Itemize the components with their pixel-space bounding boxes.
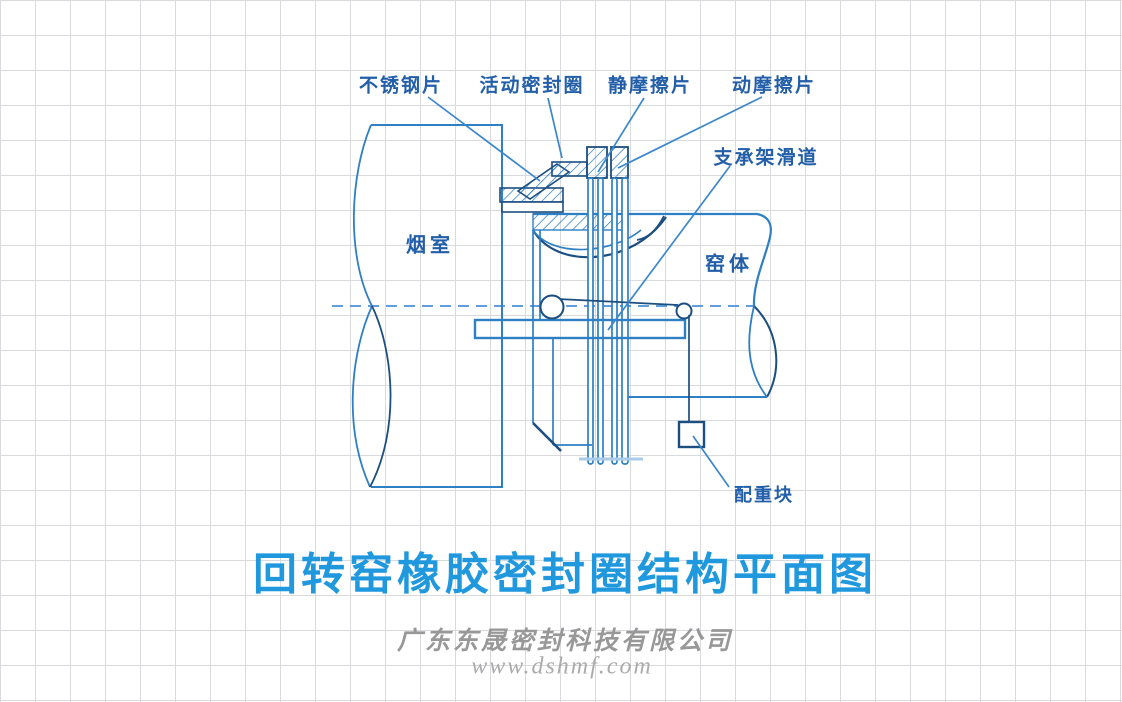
leader-counterweight	[692, 435, 730, 488]
watermark-company-name: 广东东晟密封科技有限公司	[396, 628, 734, 655]
stainless-sheet-and-seal-ring	[499, 161, 588, 213]
hanger-bracket	[532, 230, 592, 452]
label-support-frame-slide: 支承架滑道	[713, 147, 819, 169]
label-kiln-body: 窑体	[705, 253, 753, 276]
leader-dynamic-plate	[617, 96, 763, 169]
counterweight-block	[677, 420, 706, 449]
rope-top	[557, 298, 679, 306]
leader-static-plate	[597, 97, 645, 173]
smoke-chamber-outline	[351, 124, 503, 488]
label-stainless-steel-sheet: 不锈钢片	[358, 75, 444, 97]
label-static-friction-plate: 静摩擦片	[607, 75, 693, 97]
leader-stainless-sheet	[427, 96, 541, 182]
drawing-title: 回转窑橡胶密封圈结构平面图	[253, 550, 877, 599]
kiln-body-outline	[533, 212, 778, 398]
label-counterweight: 配重块	[734, 485, 794, 505]
watermark-website: www.dshmf.com	[471, 653, 653, 680]
label-smoke-chamber: 烟室	[406, 234, 454, 257]
label-movable-seal-ring: 活动密封圈	[479, 75, 585, 97]
pulley-large	[539, 294, 565, 320]
leader-slide	[607, 165, 731, 331]
pulley-system	[539, 294, 706, 449]
pulley-small	[675, 302, 693, 320]
leader-lines	[427, 96, 763, 488]
leader-movable-seal	[547, 97, 563, 159]
label-dynamic-friction-plate: 动摩擦片	[731, 75, 817, 97]
support-slide-bar	[473, 318, 687, 340]
